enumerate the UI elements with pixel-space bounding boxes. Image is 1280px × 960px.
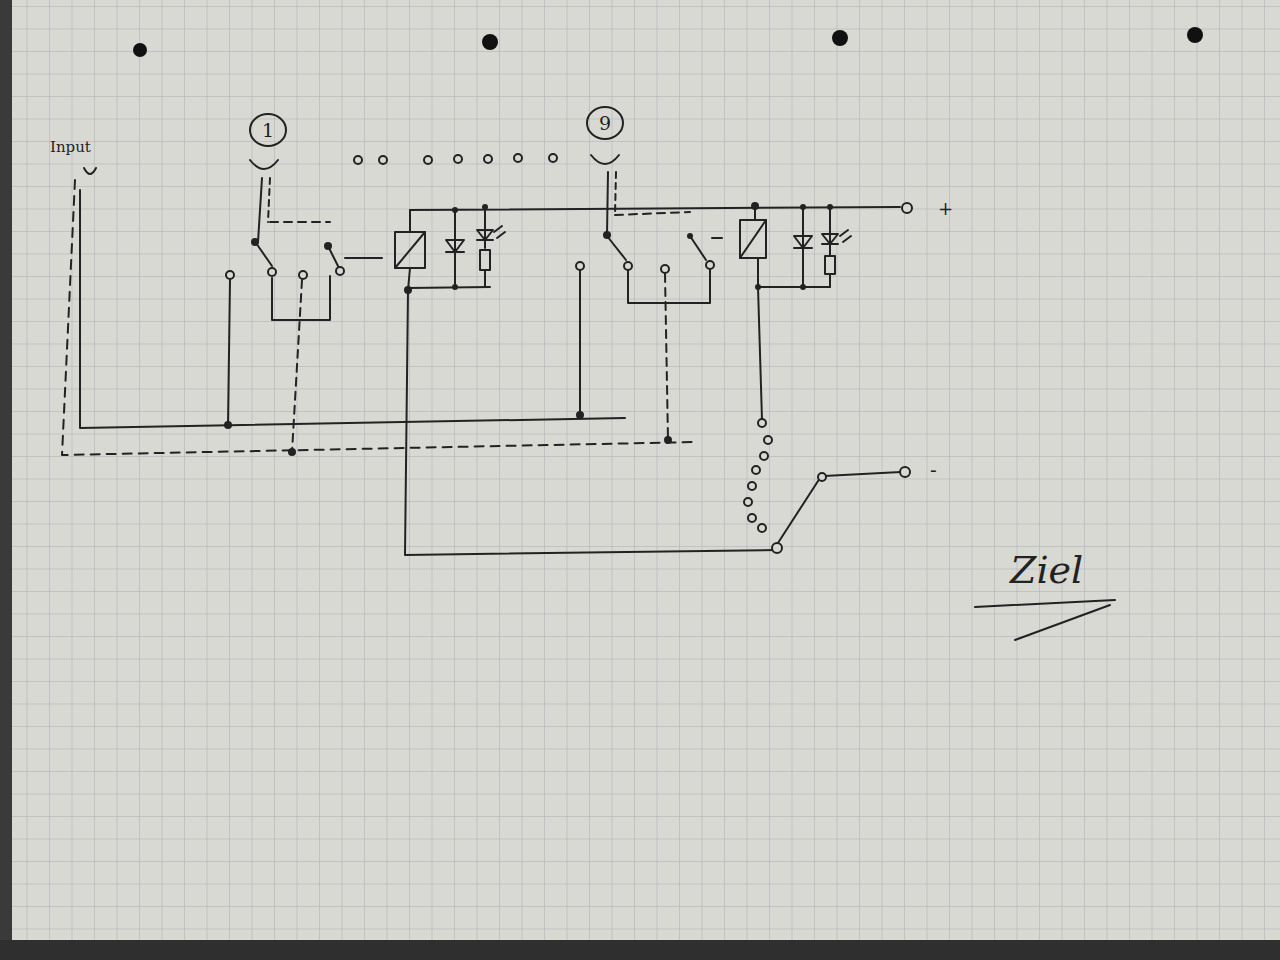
signal-name: Input — [50, 138, 91, 156]
terminal-label: + — [938, 198, 953, 219]
callout-number: 9 — [599, 114, 611, 133]
callout-number: 1 — [262, 121, 274, 140]
callout-circle: 1 — [249, 113, 287, 147]
terminal-label: - — [930, 458, 937, 482]
callout-circle: 9 — [586, 106, 624, 140]
handwritten-note: Ziel — [1010, 548, 1083, 592]
